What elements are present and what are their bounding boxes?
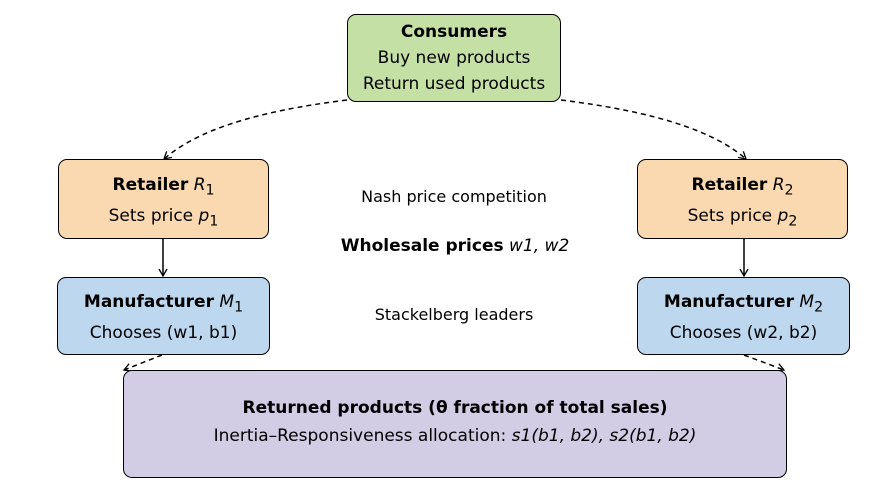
nash-competition-label: Nash price competition (361, 187, 547, 206)
consumers-line-buy: Buy new products (377, 48, 531, 68)
allocation-prefix: Inertia–Responsiveness allocation: (213, 426, 507, 446)
retailer2-symbol-sub: 2 (784, 182, 794, 199)
manufacturer2-to-returned-arrow (743, 354, 786, 372)
manufacturer2-title: Manufacturer (663, 292, 794, 312)
retailer1-title: Retailer (112, 175, 189, 195)
consumers-to-retailer1-arrow (163, 99, 348, 160)
retailer2-line: Sets price (687, 206, 773, 227)
consumers-title: Consumers (400, 22, 508, 42)
manufacturer2-symbol-sub: 2 (814, 299, 824, 316)
manufacturer2-line: Chooses (w2, b2) (669, 323, 818, 344)
consumers-node: Consumers Buy new products Return used p… (347, 14, 561, 102)
returned-title: Returned products (θ fraction of total s… (242, 398, 668, 418)
retailer1-node: Retailer R1 Sets price p1 (58, 159, 269, 239)
retailer2-node: Retailer R2 Sets price p2 (637, 159, 848, 239)
stackelberg-leaders-label: Stackelberg leaders (374, 305, 534, 324)
retailer2-var-sub: 2 (788, 213, 798, 230)
manufacturer1-to-returned-arrow (122, 354, 163, 372)
retailer1-line: Sets price (108, 206, 194, 227)
consumers-line-return: Return used products (362, 74, 546, 94)
consumers-to-retailer2-arrow (560, 99, 747, 160)
manufacturer2-symbol: M (799, 292, 815, 312)
wholesale-prices-label: Wholesale prices w1, w2 (310, 236, 600, 256)
retailer2-var: p (777, 206, 789, 227)
retailer1-var: p (198, 206, 210, 227)
wholesale-prices-vars: w1, w2 (509, 236, 570, 256)
retailer1-symbol-sub: 1 (205, 182, 215, 199)
allocation-formula: s1(b1, b2), s2(b1, b2) (511, 426, 697, 446)
retailer2-title: Retailer (691, 175, 768, 195)
retailer1-var-sub: 1 (209, 213, 219, 230)
retailer1-symbol: R (193, 175, 206, 195)
wholesale-prices-text: Wholesale prices (340, 236, 504, 256)
retailer2-symbol: R (772, 175, 785, 195)
manufacturer1-symbol-sub: 1 (234, 299, 244, 316)
manufacturer1-title: Manufacturer (83, 292, 214, 312)
manufacturer1-symbol: M (219, 292, 235, 312)
manufacturer2-node: Manufacturer M2 Chooses (w2, b2) (637, 277, 850, 355)
manufacturer1-node: Manufacturer M1 Chooses (w1, b1) (57, 277, 270, 355)
returned-products-node: Returned products (θ fraction of total s… (123, 370, 787, 478)
manufacturer1-line: Chooses (w1, b1) (89, 323, 238, 344)
